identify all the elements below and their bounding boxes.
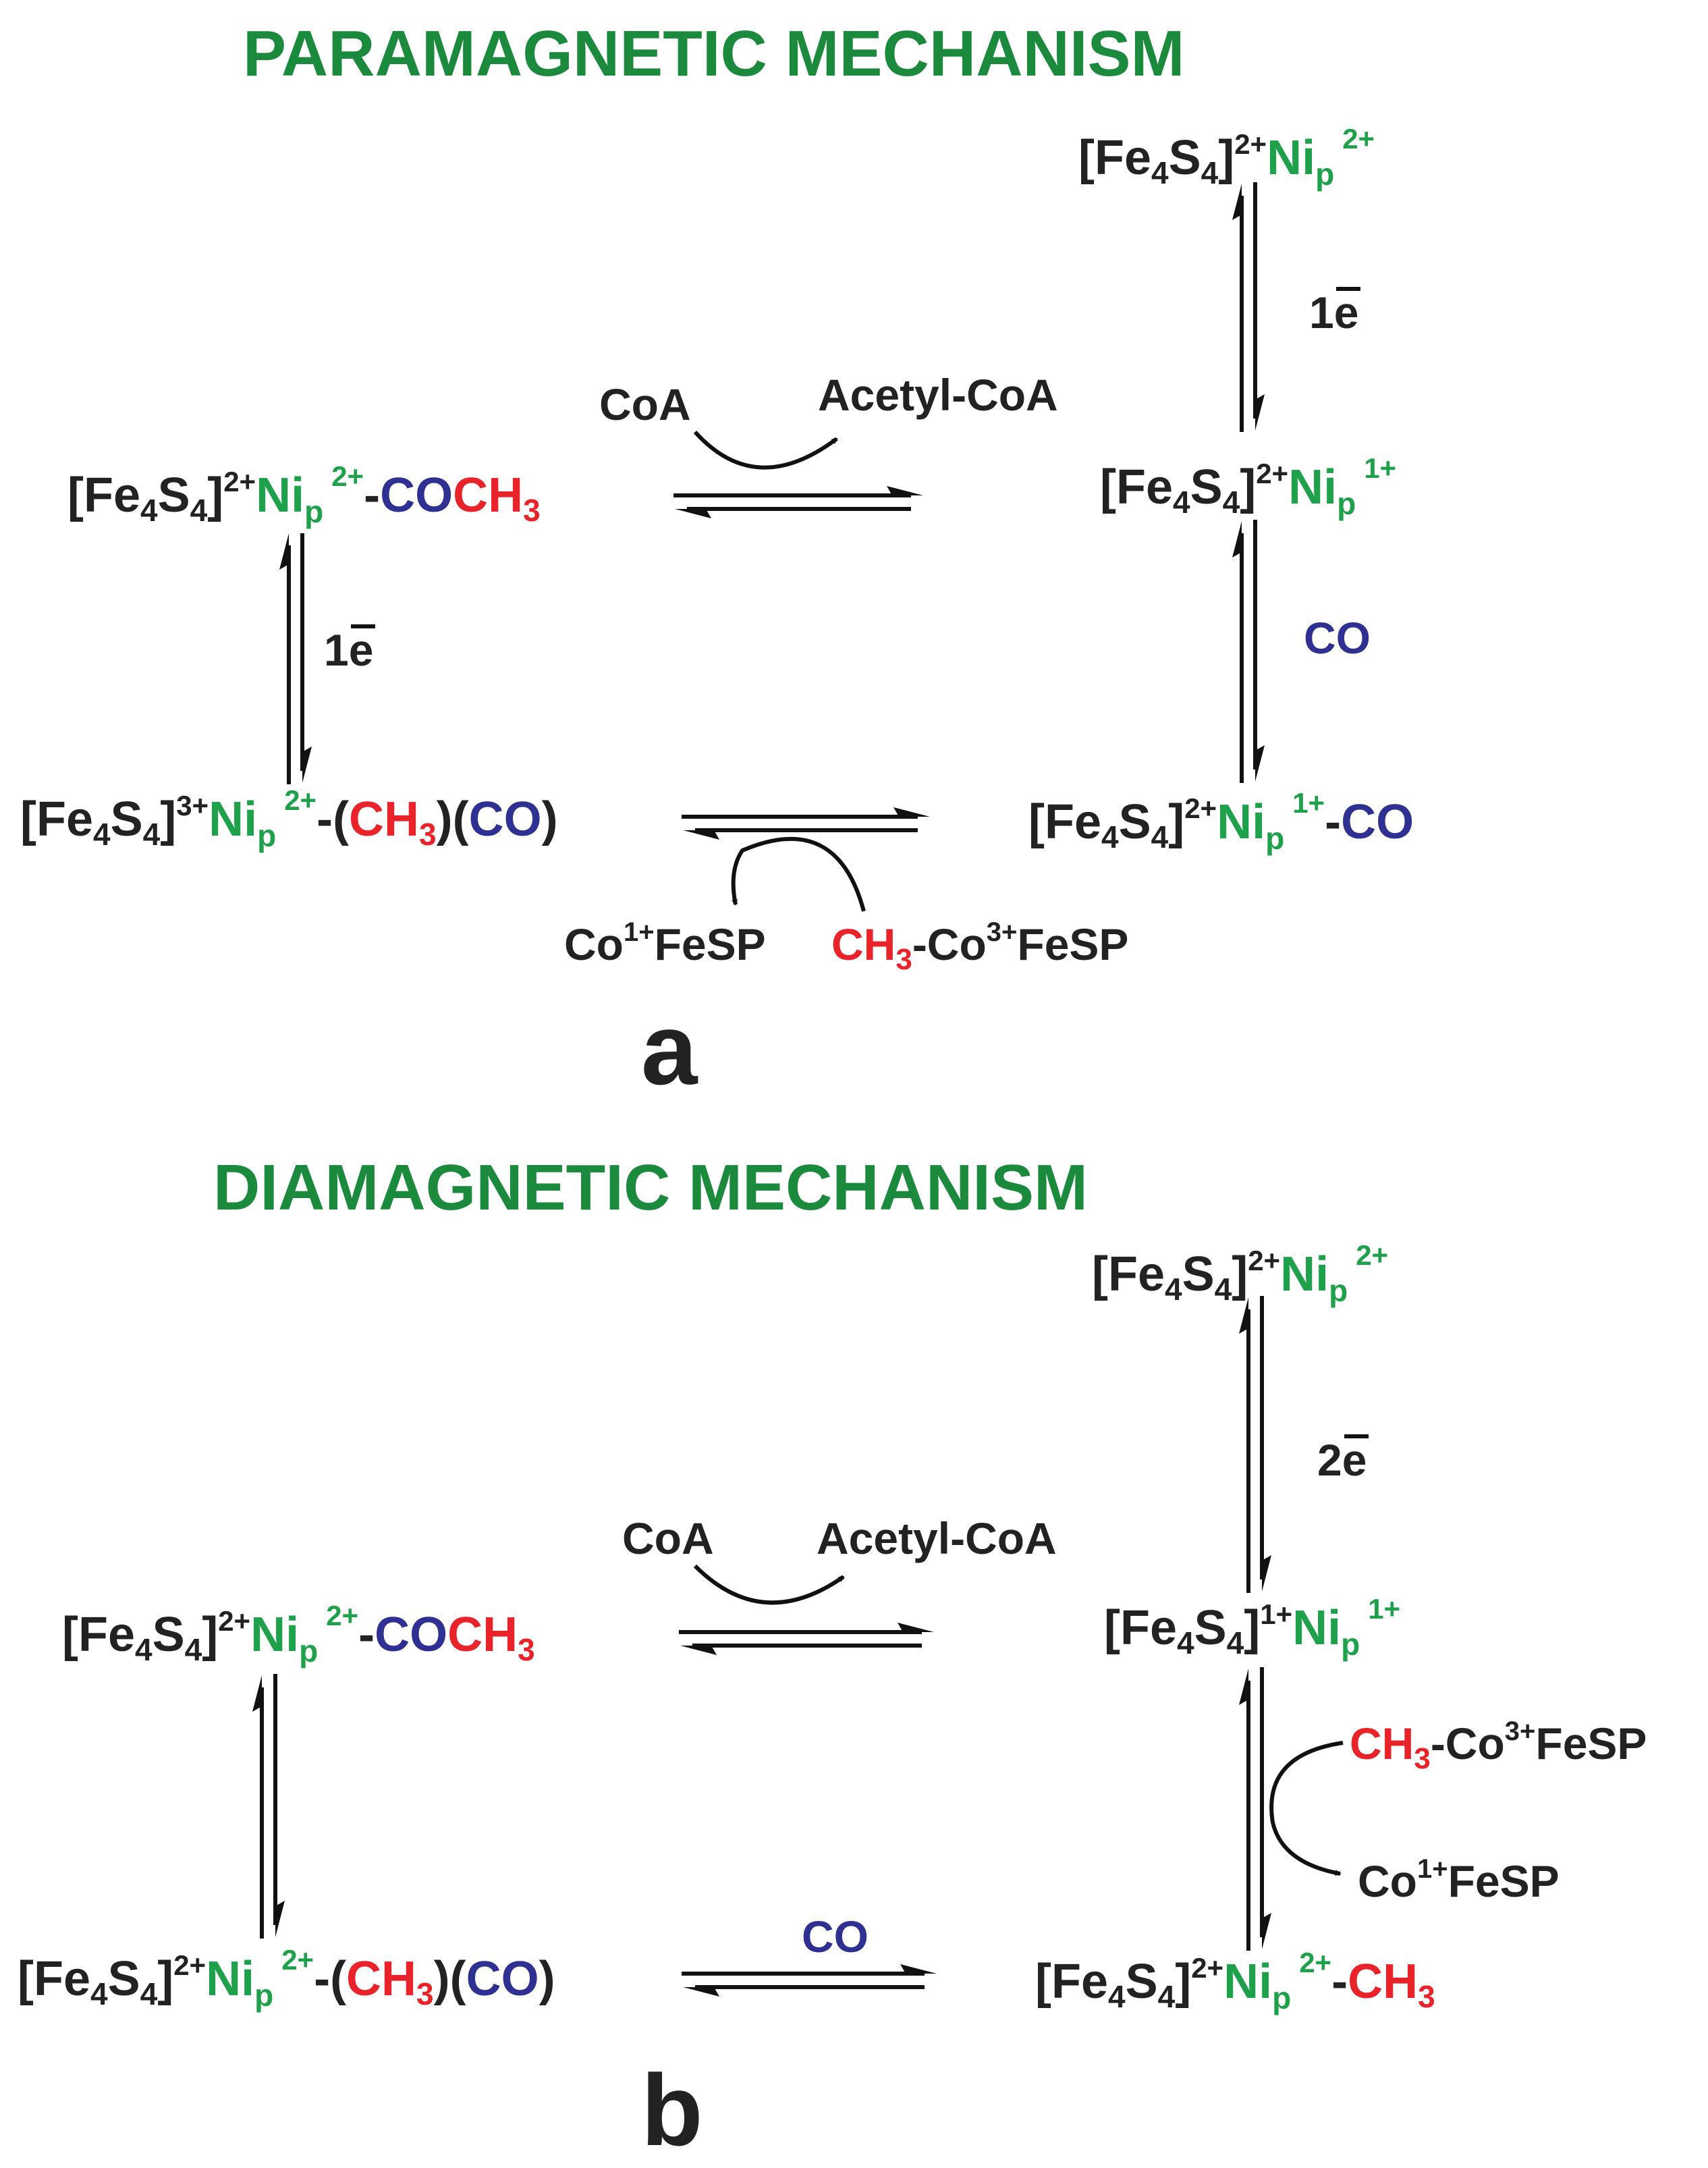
species-a-bottom-right: [Fe4S4]2+Nip1+-CO	[1028, 787, 1414, 856]
arrow-b-right-lower	[1239, 1667, 1271, 1951]
coa-curved-arrow-b	[693, 1564, 845, 1605]
panel-a: PARAMAGNETIC MECHANISM [Fe4S4]2+Nip2+ [F…	[20, 18, 1414, 1106]
arrow-a-top-horizontal	[673, 486, 923, 518]
panel-a-label: a	[641, 992, 698, 1106]
species-b-top-right: [Fe4S4]2+Nip2+	[1092, 1239, 1388, 1308]
electron-label-b-right: 2e	[1317, 1435, 1367, 1485]
species-b-mid-left: [Fe4S4]2+Nip2+-COCH3	[62, 1600, 535, 1669]
panel-b: DIAMAGNETIC MECHANISM [Fe4S4]2+Nip2+ [Fe…	[18, 1151, 1647, 2167]
ch3-co3-fesp-label-b: CH3-Co3+FeSP	[1350, 1716, 1647, 1775]
co1-fesp-label-b: Co1+FeSP	[1358, 1854, 1560, 1906]
acetyl-coa-label: Acetyl-CoA	[818, 370, 1058, 420]
electron-label-a-right: 1e	[1309, 288, 1358, 337]
coa-label-b: CoA	[622, 1513, 714, 1563]
acetyl-coa-label-b: Acetyl-CoA	[817, 1513, 1057, 1563]
methyl-transfer-arrow-a	[731, 836, 866, 912]
species-a-mid-right: [Fe4S4]2+Nip1+	[1100, 452, 1396, 521]
panel-b-title: DIAMAGNETIC MECHANISM	[213, 1151, 1088, 1224]
methyl-transfer-arrow-b	[1269, 1741, 1344, 1876]
arrow-b-bottom-horizontal	[682, 1964, 937, 1997]
panel-a-title: PARAMAGNETIC MECHANISM	[243, 18, 1185, 90]
arrow-a-left-vertical	[279, 533, 312, 784]
panel-b-label: b	[641, 2053, 703, 2167]
species-b-mid-right: [Fe4S4]1+Nip1+	[1104, 1593, 1400, 1662]
coa-label: CoA	[599, 379, 691, 429]
arrow-b-left-vertical	[252, 1674, 285, 1939]
electron-label-a-left: 1e	[324, 625, 373, 675]
co-label-b-bottom: CO	[802, 1912, 869, 1961]
co1-fesp-label-a: Co1+FeSP	[564, 917, 766, 969]
arrow-b-right-upper	[1239, 1296, 1271, 1593]
species-a-bottom-left: [Fe4S4]3+Nip2+-(CH3)(CO)	[20, 784, 558, 853]
arrow-a-right-upper	[1232, 182, 1265, 432]
ch3-co3-fesp-label-a: CH3-Co3+FeSP	[831, 917, 1128, 976]
species-b-bottom-left: [Fe4S4]2+Nip2+-(CH3)(CO)	[18, 1944, 555, 2013]
coa-curved-arrow-a	[693, 430, 838, 470]
arrow-b-top-horizontal	[679, 1623, 934, 1655]
species-a-top-right: [Fe4S4]2+Nip2+	[1078, 123, 1375, 192]
species-a-mid-left: [Fe4S4]2+Nip2+-COCH3	[67, 460, 541, 529]
co-label-a-right: CO	[1304, 613, 1371, 663]
arrow-a-bottom-horizontal	[682, 807, 930, 840]
species-b-bottom-right: [Fe4S4]2+Nip2+-CH3	[1035, 1947, 1435, 2015]
arrow-a-right-lower	[1232, 520, 1265, 783]
